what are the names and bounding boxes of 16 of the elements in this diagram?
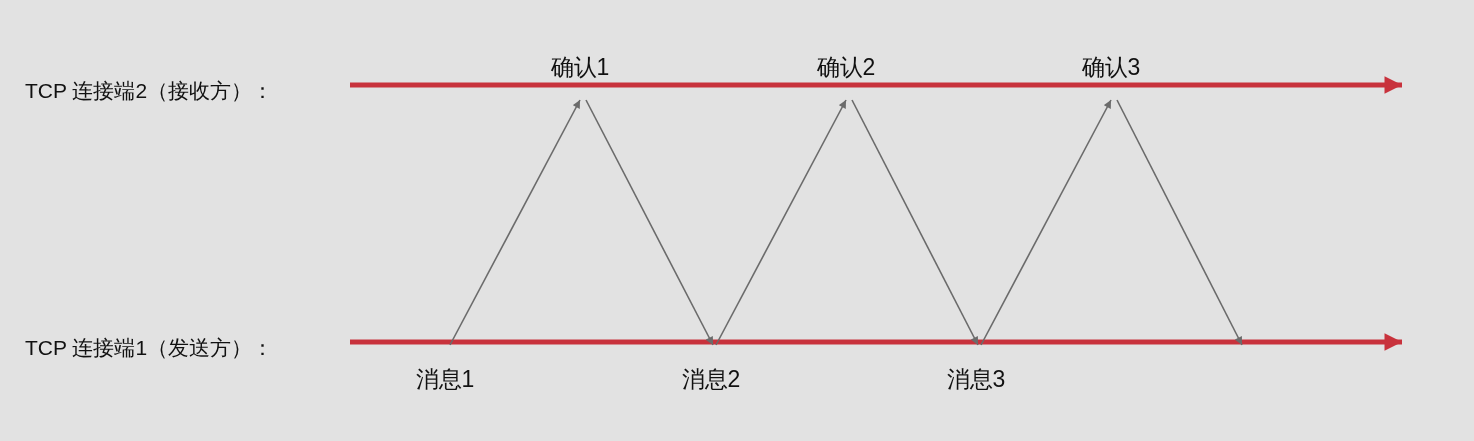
message-label: 消息1 <box>405 345 485 400</box>
message-label: 消息2 <box>671 345 751 400</box>
message-label: 消息3 <box>936 345 1016 400</box>
message-label: 确认2 <box>806 45 886 100</box>
endpoint-label: TCP 连接端2（接收方）： <box>25 76 350 106</box>
message-arrow <box>585 99 714 346</box>
timeline-arrow <box>350 76 1402 94</box>
message-arrow <box>1116 99 1243 346</box>
message-label: 确认1 <box>540 45 620 100</box>
message-arrow <box>449 99 581 346</box>
message-arrow <box>715 99 847 346</box>
message-arrow <box>851 99 979 346</box>
message-label: 确认3 <box>1071 45 1151 100</box>
message-arrow <box>980 99 1112 346</box>
endpoint-label: TCP 连接端1（发送方）： <box>25 333 350 363</box>
timeline-arrow <box>350 333 1402 351</box>
